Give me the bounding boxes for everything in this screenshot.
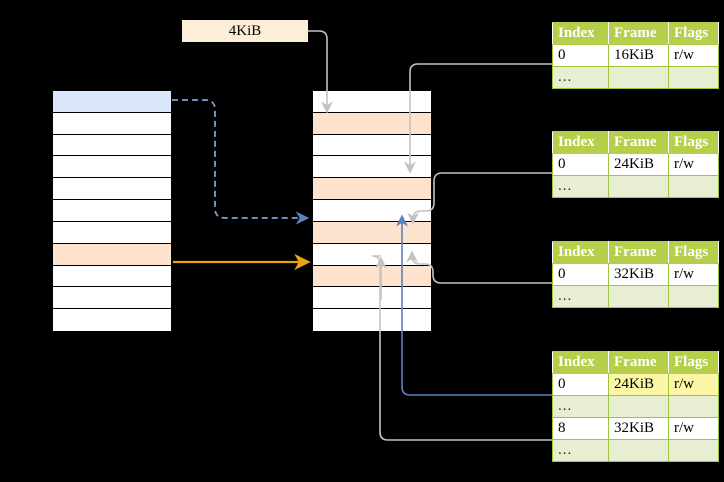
physical-frame-cell (313, 309, 431, 331)
column-header-index: Index (552, 22, 609, 45)
column-header-frame: Frame (608, 241, 669, 264)
frame-size-label-text: 4KiB (228, 23, 262, 39)
physical-frame-cell (313, 156, 431, 179)
physical-memory-column (312, 90, 432, 331)
table-cell-flags: r/w (668, 153, 719, 176)
table-cell-index: 0 (552, 153, 609, 176)
table-cell-index: 0 (552, 373, 609, 396)
table-cell-flags (668, 439, 719, 462)
physical-frame-cell (313, 243, 431, 266)
virtual-page-cell (53, 91, 171, 113)
table-cell-frame (608, 285, 669, 308)
table-row: ... (552, 285, 719, 308)
wire-table3-to-physical (406, 250, 552, 284)
table-cell-frame (608, 66, 669, 89)
physical-frame-cell (313, 221, 431, 244)
table-cell-frame: 24KiB (608, 153, 669, 176)
table-cell-frame: 32KiB (608, 263, 669, 286)
table-cell-flags: r/w (668, 373, 719, 396)
wire-table2-to-physical (407, 172, 552, 225)
table-cell-flags: r/w (668, 44, 719, 67)
table-cell-frame (608, 395, 669, 418)
column-header-frame: Frame (608, 22, 669, 45)
column-header-frame: Frame (608, 131, 669, 154)
column-header-index: Index (552, 131, 609, 154)
table-row: ... (552, 395, 719, 418)
table-cell-flags: r/w (668, 417, 719, 440)
table-row: ... (552, 439, 719, 462)
column-header-index: Index (552, 351, 609, 374)
table-cell-flags (668, 395, 719, 418)
table-cell-index: ... (552, 66, 609, 89)
table-cell-index: 0 (552, 44, 609, 67)
table-cell-frame (608, 439, 669, 462)
column-header-frame: Frame (608, 351, 669, 374)
column-header-flags: Flags (668, 351, 719, 374)
physical-frame-cell (313, 91, 431, 113)
table-cell-index: 8 (552, 417, 609, 440)
table-cell-index: ... (552, 439, 609, 462)
virtual-address-space-column (52, 90, 172, 331)
virtual-page-cell (53, 309, 171, 331)
physical-frame-cell (313, 134, 431, 157)
frame-size-label: 4KiB (182, 20, 308, 42)
virtual-page-cell (53, 112, 171, 135)
virtual-page-cell (53, 287, 171, 310)
physical-frame-cell (313, 112, 431, 135)
table-cell-index: ... (552, 175, 609, 198)
column-header-index: Index (552, 241, 609, 264)
virtual-page-cell (53, 265, 171, 288)
table-cell-frame: 32KiB (608, 417, 669, 440)
physical-frame-cell (313, 265, 431, 288)
wire-virtual-to-physical-dashed (172, 99, 310, 225)
table-cell-frame: 24KiB (608, 373, 669, 396)
table-cell-flags (668, 66, 719, 89)
table-cell-index: ... (552, 395, 609, 418)
table-cell-flags (668, 285, 719, 308)
table-row: ... (552, 66, 719, 89)
table-cell-flags: r/w (668, 263, 719, 286)
virtual-page-cell (53, 200, 171, 222)
table-cell-frame: 16KiB (608, 44, 669, 67)
virtual-page-cell (53, 178, 171, 201)
virtual-page-cell (53, 156, 171, 179)
physical-frame-cell (313, 287, 431, 310)
table-cell-index: 0 (552, 263, 609, 286)
table-row: ... (552, 175, 719, 198)
virtual-page-cell (53, 221, 171, 244)
virtual-page-cell (53, 243, 171, 266)
physical-frame-cell (313, 200, 431, 222)
column-header-flags: Flags (668, 131, 719, 154)
virtual-page-cell (53, 134, 171, 157)
table-cell-flags (668, 175, 719, 198)
column-header-flags: Flags (668, 241, 719, 264)
table-cell-index: ... (552, 285, 609, 308)
column-header-flags: Flags (668, 22, 719, 45)
physical-frame-cell (313, 178, 431, 201)
table-cell-frame (608, 175, 669, 198)
